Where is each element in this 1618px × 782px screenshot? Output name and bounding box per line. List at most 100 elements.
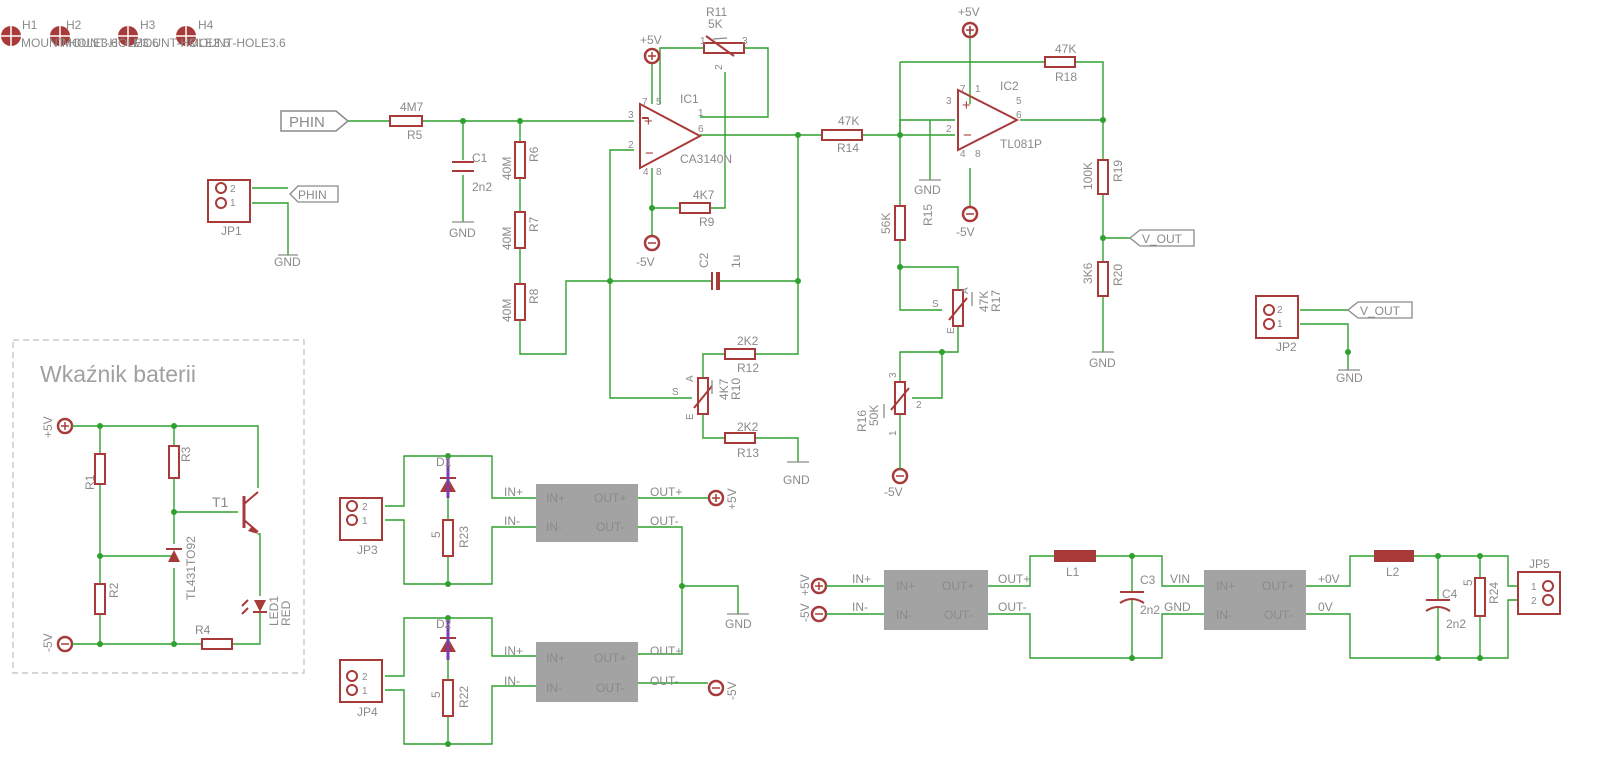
mount-hole-h3-label: H3 — [140, 18, 156, 32]
conv1-pin-in-minus: IN- — [546, 520, 562, 534]
l2-name: L2 — [1386, 565, 1400, 579]
ic2-pin-5: 5 — [1016, 96, 1022, 107]
right-converter-parts — [884, 550, 1561, 630]
potentiometer-wipers — [693, 35, 973, 418]
r10-pin-a: A — [685, 375, 696, 382]
mount-hole-symbols — [1, 26, 196, 46]
jp3-pin-1: 1 — [362, 516, 368, 527]
r9-value: 4K7 — [693, 188, 715, 202]
jp4-name: JP4 — [357, 705, 378, 719]
r5-value: 4M7 — [400, 100, 424, 114]
ic1-pin-4: 4 — [643, 167, 649, 178]
r8-value: 40M — [500, 299, 514, 322]
phin-jp1-flag: PHIN — [289, 185, 339, 203]
supply-label-ic2-neg: -5V — [956, 225, 975, 239]
r10-pin-s: S — [672, 387, 679, 398]
c4-name: C4 — [1442, 587, 1458, 601]
ic1-pin-5: 5 — [656, 97, 662, 108]
jp1-pin-1: 1 — [230, 198, 236, 209]
svg-text:PHIN: PHIN — [289, 114, 325, 131]
op-amp-ic2 — [957, 88, 1020, 152]
ic1-name: IC1 — [680, 92, 699, 106]
mount-hole-h4-label: H4 — [198, 18, 214, 32]
ic2-minus-sign: − — [963, 127, 972, 144]
r4-name: R4 — [195, 623, 211, 637]
r17-name: R17 — [989, 290, 1003, 312]
t1-name: T1 — [212, 494, 229, 510]
supply-label-battery-pos: +5V — [41, 416, 55, 438]
jp4-pin-1: 1 — [362, 686, 368, 697]
r17-pin-s: S — [932, 299, 939, 310]
conv2-net-out-minus: OUT- — [650, 674, 679, 688]
r16-pin-1: 1 — [888, 430, 899, 436]
supply-label-conv3-pos: +5V — [798, 574, 812, 596]
battery-indicator-title: Wkaźnik baterii — [40, 361, 196, 387]
gnd-label-jp2: GND — [1336, 371, 1363, 385]
r11-name: R11 — [706, 5, 727, 19]
conv3-net-out-minus: OUT- — [998, 600, 1027, 614]
r22-value: 5 — [429, 691, 443, 698]
conv3-pin-out-plus: OUT+ — [942, 579, 974, 593]
ic2-pin-6: 6 — [1016, 110, 1022, 121]
conv4-pin-in-plus: IN+ — [1216, 579, 1235, 593]
gnd-label-r13: GND — [783, 473, 810, 487]
r7-name: R7 — [527, 216, 541, 232]
conv4-net-plus0v: +0V — [1318, 572, 1340, 586]
r12-name: R12 — [737, 361, 759, 375]
conv1-net-in-minus: IN- — [504, 514, 520, 528]
r11-pin-2: 2 — [714, 64, 725, 70]
r3-name: R3 — [179, 446, 193, 462]
supply-label-ic1-neg: -5V — [636, 255, 655, 269]
conv2-net-in-plus: IN+ — [504, 644, 523, 658]
r7-value: 40M — [500, 227, 514, 250]
svg-text:V_OUT: V_OUT — [1142, 232, 1183, 246]
ic2-pin-1: 1 — [975, 84, 981, 95]
vout-jp2-flag: V_OUT — [1346, 301, 1413, 319]
svg-text:PHIN: PHIN — [298, 188, 327, 202]
svg-text:V_OUT: V_OUT — [1360, 304, 1401, 318]
r18-name: R18 — [1055, 70, 1077, 84]
ic2-name: IC2 — [1000, 79, 1019, 93]
r11-pin-3: 3 — [742, 36, 748, 47]
r24-value: 5 — [1461, 579, 1475, 586]
r6-name: R6 — [527, 146, 541, 162]
d1-name: D1 — [436, 455, 452, 469]
mount-hole-h1-value: MOUNT-HOLE3.6 — [21, 36, 118, 50]
ic2-pin-3: 3 — [946, 96, 952, 107]
left-converter-junctions — [445, 453, 685, 747]
c2-name: C2 — [697, 252, 711, 268]
supply-label-battery-neg: -5V — [41, 633, 55, 652]
ic1-pin-7: 7 — [642, 97, 648, 108]
r6-value: 40M — [500, 157, 514, 180]
battery-indicator-junctions — [97, 423, 177, 647]
r10-name: R10 — [729, 378, 743, 400]
junction-dots — [460, 117, 1351, 355]
r18-value: 47K — [1055, 42, 1076, 56]
r8-name: R8 — [527, 288, 541, 304]
mount-hole-h3-value: MOUNT-HOLE3.6 — [133, 36, 230, 50]
conv3-pin-in-minus: IN- — [896, 608, 912, 622]
supply-label-conv2-neg: -5V — [725, 681, 739, 700]
jp3-pin-2: 2 — [362, 502, 368, 513]
jp5-pin-2: 2 — [1531, 596, 1537, 607]
r14-name: R14 — [837, 141, 859, 155]
ic1-pin-6: 6 — [698, 124, 704, 135]
left-converter-parts — [339, 458, 638, 717]
l1-name: L1 — [1066, 565, 1080, 579]
jp3-name: JP3 — [357, 543, 378, 557]
r16-value: 50K — [867, 405, 881, 426]
conv2-pin-in-plus: IN+ — [546, 651, 565, 665]
conv3-net-in-minus: IN- — [852, 600, 868, 614]
mount-hole-h2-value: MOUNT-HOLE3.6 — [62, 36, 159, 50]
c3-value: 2n2 — [1140, 603, 1160, 617]
mount-hole-h4-value: MOUNT-HOLE3.6 — [189, 36, 286, 50]
r14-value: 47K — [838, 114, 859, 128]
battery-indicator-wires — [72, 425, 261, 645]
gnd-label-jp1: GND — [274, 255, 301, 269]
conv1-net-in-plus: IN+ — [504, 485, 523, 499]
gnd-label-converters: GND — [725, 617, 752, 631]
connector-jp2 — [1255, 295, 1299, 339]
r20-value: 3K6 — [1081, 262, 1095, 284]
ic2-pin-8: 8 — [975, 149, 981, 160]
